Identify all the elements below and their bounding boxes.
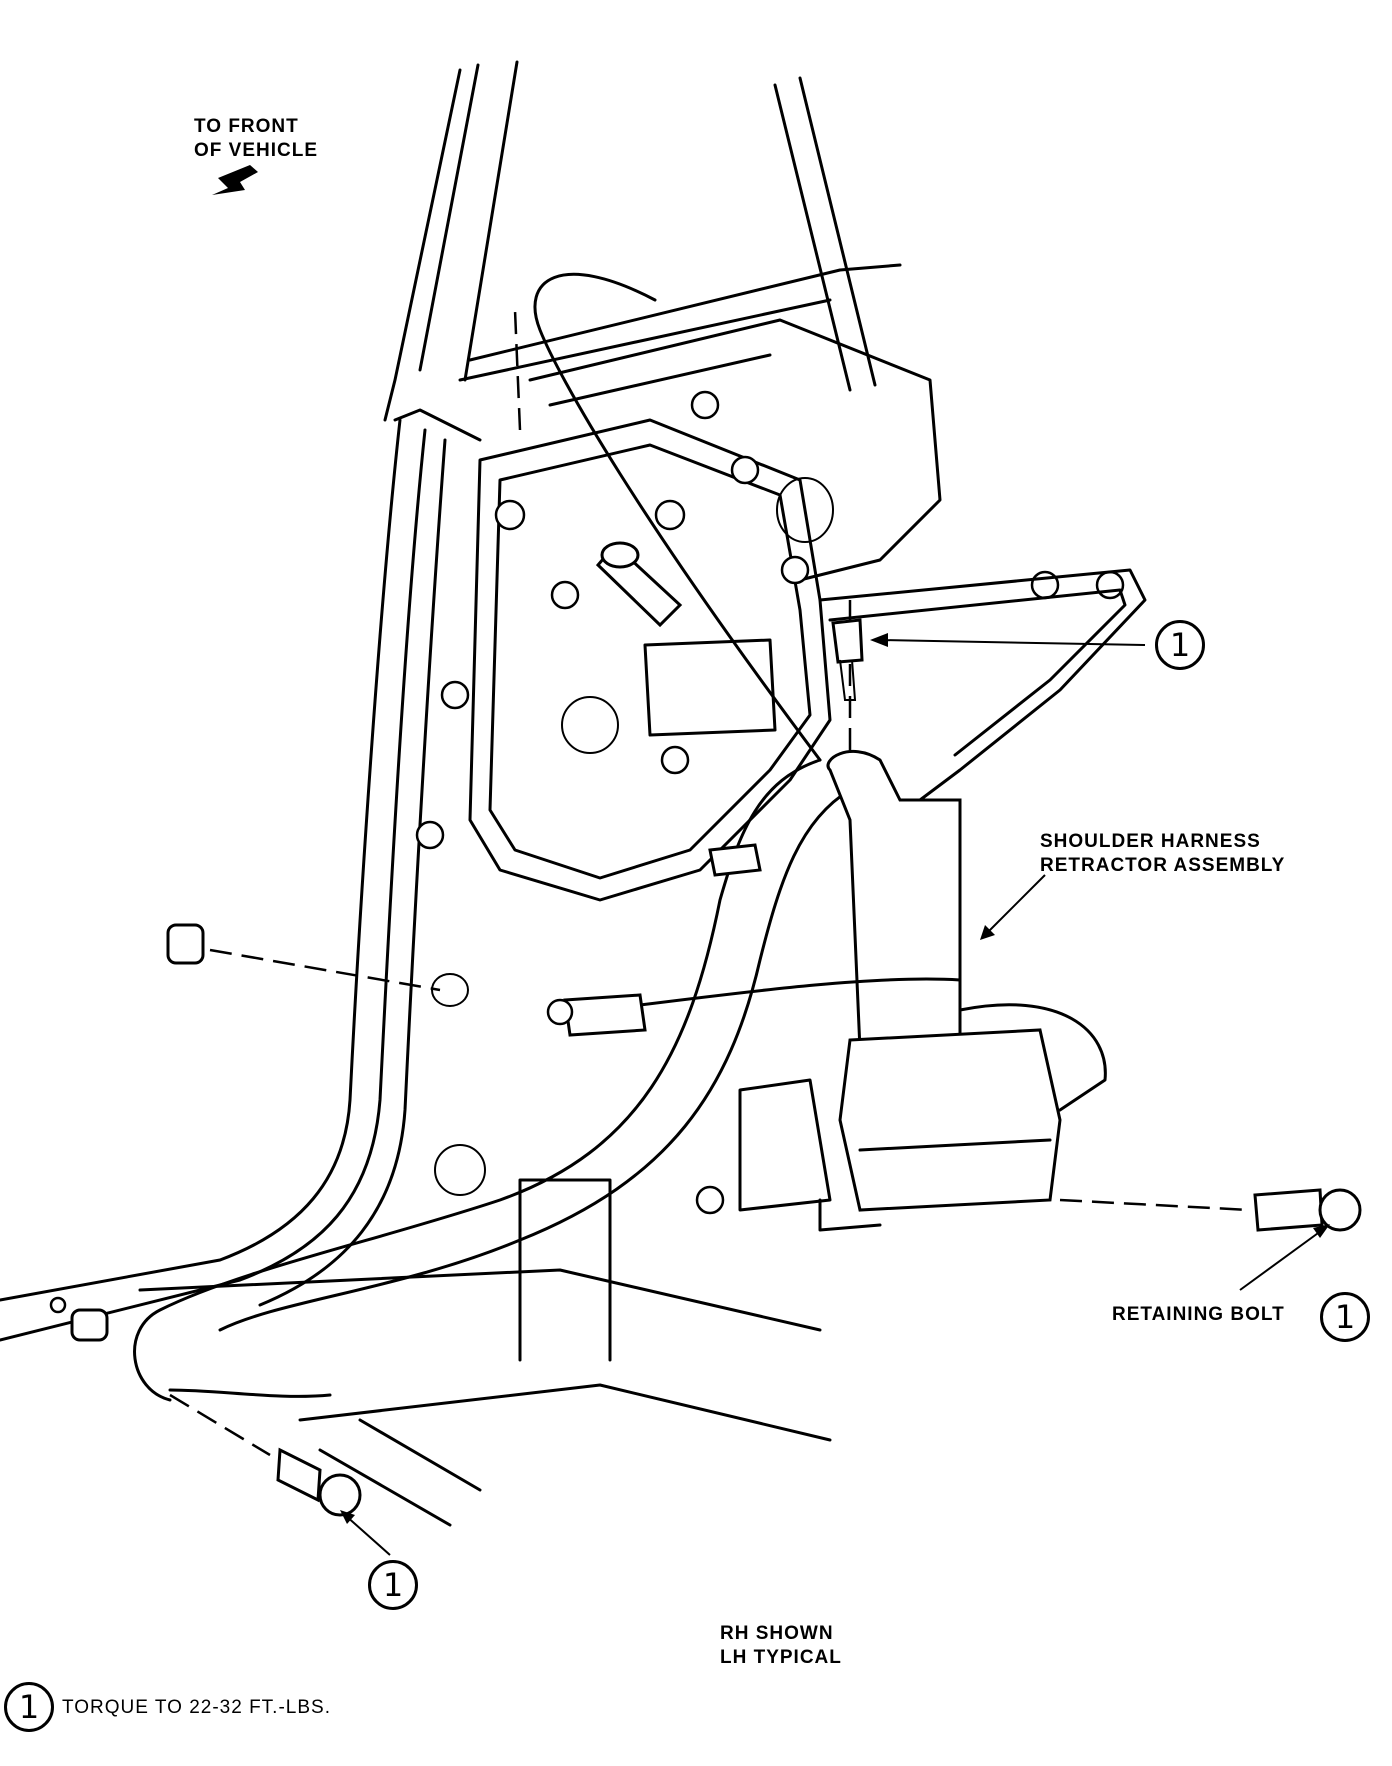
plate-holes [431, 477, 834, 1196]
callout-1-retaining-bolt: 1 [1320, 1292, 1370, 1342]
door-opening-frame [0, 408, 482, 1342]
belt-webbing [133, 272, 852, 1402]
retractor-body [738, 749, 1107, 1232]
retractor-assembly-label: SHOULDER HARNESS RETRACTOR ASSEMBLY [1040, 831, 1286, 876]
retaining-bolt-label: RETAINING BOLT [1112, 1304, 1285, 1325]
view-note-label: RH SHOWN LH TYPICAL [720, 1623, 842, 1668]
front-direction-label: TO FRONT OF VEHICLE [194, 116, 319, 161]
floor-sill [138, 1178, 832, 1527]
torque-note-label: TORQUE TO 22-32 FT.-LBS. [62, 1697, 331, 1718]
arrow-icon [212, 165, 258, 195]
assembly-lines [169, 309, 1251, 1457]
mounting-nuts [415, 390, 1125, 1215]
anchor-stud [595, 541, 777, 737]
callout-1-legend: 1 [4, 1682, 54, 1732]
leader-lines [340, 633, 1330, 1556]
pillar-outline [383, 60, 902, 422]
callout-1-top-bolt: 1 [1155, 620, 1205, 670]
callout-1-lower-anchor: 1 [368, 1560, 418, 1610]
sensor-wiring [546, 977, 962, 1037]
loose-fasteners [49, 618, 1362, 1517]
